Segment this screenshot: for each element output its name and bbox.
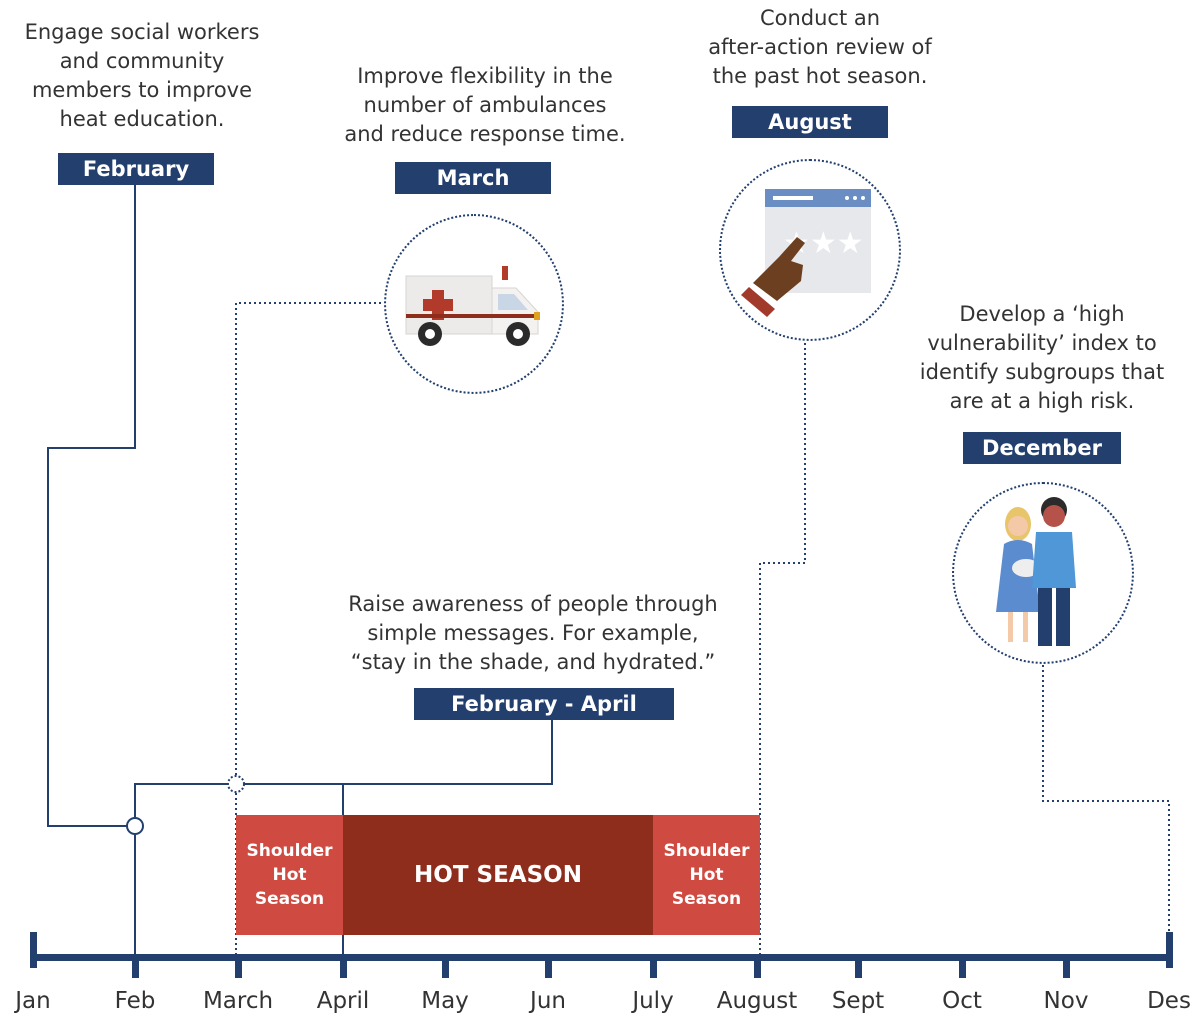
august-label: August: [732, 106, 888, 138]
axis-end-cap: [1166, 932, 1173, 968]
month-label: Oct: [942, 988, 982, 1014]
connector-august: [759, 333, 806, 960]
march-label: March: [395, 162, 551, 194]
family-icon: [996, 497, 1076, 646]
december-label: December: [963, 432, 1121, 464]
hot-season: HOT SEASON: [343, 815, 653, 935]
month-label: July: [632, 988, 674, 1014]
february-label: February: [58, 153, 214, 185]
review-rating-icon: ★★★: [741, 189, 871, 317]
month-label: March: [202, 988, 274, 1014]
month-label: Sept: [831, 988, 885, 1014]
connector-december: [1042, 660, 1170, 960]
timeline-axis: [30, 954, 1172, 961]
month-tick: [855, 960, 862, 978]
month-tick: [650, 960, 657, 978]
feb-node: [126, 817, 144, 835]
axis-start-cap: [30, 932, 37, 968]
month-tick: [959, 960, 966, 978]
month-tick: [1063, 960, 1070, 978]
connector-february: [47, 185, 136, 827]
family-circle: [952, 482, 1134, 664]
feb-april-label: February - April: [414, 688, 674, 720]
month-tick: [235, 960, 242, 978]
ambulance-icon: [405, 266, 540, 346]
month-label: August: [716, 988, 798, 1014]
connector-march: [235, 302, 386, 960]
month-tick: [545, 960, 552, 978]
ambulance-circle: [384, 214, 564, 394]
month-label: Feb: [114, 988, 156, 1014]
month-label: April: [316, 988, 370, 1014]
review-circle: ★★★: [719, 159, 901, 341]
month-tick: [132, 960, 139, 978]
march-node: [227, 775, 245, 793]
month-label: Nov: [1043, 988, 1089, 1014]
month-label: May: [421, 988, 469, 1014]
month-tick: [754, 960, 761, 978]
month-label: Des: [1147, 988, 1191, 1014]
month-tick: [340, 960, 347, 978]
month-label: Jun: [530, 988, 566, 1014]
month-label: Jan: [15, 988, 51, 1014]
month-tick: [442, 960, 449, 978]
